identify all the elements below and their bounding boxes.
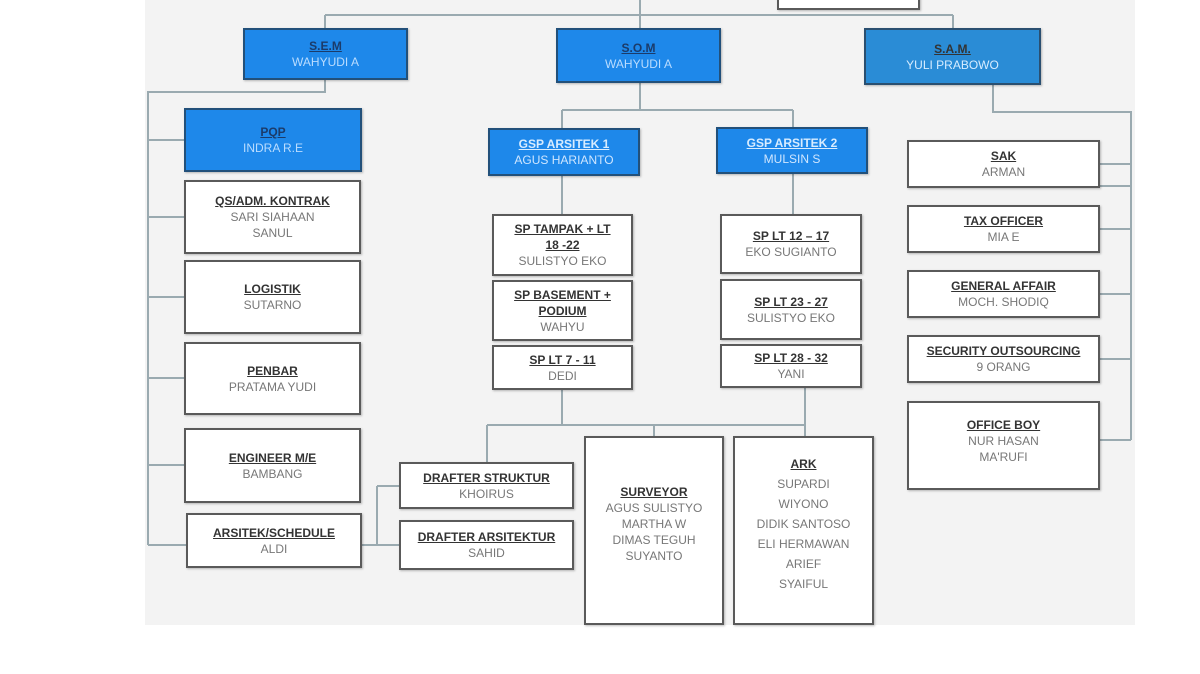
gsp1-name: AGUS HARIANTO (514, 153, 614, 167)
engineer-title: ENGINEER M/E (228, 450, 317, 465)
office-boy-title: OFFICE BOY (966, 418, 1041, 432)
sp1-title: SP TAMPAK + LT (514, 222, 611, 236)
sp5-title: SP LT 23 - 27 (754, 294, 828, 309)
som-title: S.O.M (621, 40, 656, 55)
sp1-name: SULISTYO EKO (518, 254, 607, 268)
sak-box: SAK ARMAN (907, 140, 1100, 188)
ark-name: SYAIFUL (778, 577, 829, 591)
logistik-box: LOGISTIK SUTARNO (184, 260, 361, 334)
security-box: SECURITY OUTSOURCING 9 ORANG (907, 335, 1100, 383)
sp1-title: 18 -22 (545, 238, 580, 252)
surveyor-name: SUYANTO (625, 549, 683, 563)
surveyor-box: SURVEYOR AGUS SULISTYO MARTHA W DIMAS TEGUH… (584, 436, 724, 625)
penbar-name: PRATAMA YUDI (228, 379, 317, 394)
sam-name: YULI PRABOWO (906, 57, 999, 72)
logistik-title: LOGISTIK (244, 282, 301, 296)
drafter-arsitektur-box: DRAFTER ARSITEKTUR SAHID (399, 520, 574, 570)
sem-name: WAHYUDI A (292, 55, 359, 69)
sem-box: S.E.M WAHYUDI A (243, 28, 408, 80)
general-affair-box: GENERAL AFFAIR MOCH. SHODIQ (907, 270, 1100, 318)
sam-box: S.A.M.YULI PRABOWO (864, 28, 1041, 85)
gsp2-name: MULSIN S (763, 151, 821, 166)
tax-title: TAX OFFICER (963, 214, 1044, 228)
ark-title: ARK (790, 457, 817, 471)
sp2-name: WAHYU (540, 319, 585, 334)
sp4-box: SP LT 12 – 17 EKO SUGIANTO (720, 214, 862, 274)
sp6-title: SP LT 28 - 32 (754, 351, 828, 365)
tax-officer-box: TAX OFFICER MIA E (907, 205, 1100, 253)
som-name: WAHYUDI A (605, 56, 672, 71)
tax-name: MIA E (987, 230, 1020, 244)
drafter-struktur-name: KHOIRUS (459, 486, 514, 501)
ark-box: ARK SUPARDI WIYONO DIDIK SANTOSO ELI HERMAWA… (733, 436, 874, 625)
sem-title: S.E.M (309, 39, 342, 53)
office-boy-box: OFFICE BOY NUR HASAN MA'RUFI (907, 401, 1100, 490)
sp6-box: SP LT 28 - 32 YANI (720, 344, 862, 388)
qs-title: QS/ADM. KONTRAK (215, 194, 330, 208)
sam-title: S.A.M. (934, 41, 971, 56)
sp3-title: SP LT 7 - 11 (529, 352, 596, 367)
drafter-struktur-title: DRAFTER STRUKTUR (423, 470, 550, 485)
office-boy-name: NUR HASAN (968, 434, 1039, 448)
ga-name: MOCH. SHODIQ (958, 295, 1049, 309)
ark-name: WIYONO (778, 497, 829, 511)
logistik-name: SUTARNO (243, 298, 302, 312)
sak-name: ARMAN (981, 165, 1026, 179)
sp6-name: YANI (777, 367, 805, 381)
pqp-box: PQP INDRA R.E (184, 108, 362, 172)
arsitek-name: ALDI (260, 541, 288, 556)
pqp-name: INDRA R.E (242, 141, 303, 155)
ark-name: DIDIK SANTOSO (756, 517, 851, 531)
top-director-box (777, 0, 920, 10)
drafter-arsitektur-title: DRAFTER ARSITEKTUR (417, 530, 556, 544)
arsitek-title: ARSITEK/SCHEDULE (212, 525, 335, 540)
office-boy-name: MA'RUFI (979, 450, 1028, 464)
pqp-title: PQP (260, 125, 286, 139)
qs-box: QS/ADM. KONTRAK SARI SIAHAAN SANUL (184, 180, 361, 254)
sak-title: SAK (990, 149, 1017, 163)
sp4-name: EKO SUGIANTO (745, 245, 837, 259)
ga-title: GENERAL AFFAIR (951, 279, 1056, 293)
surveyor-name: AGUS SULISTYO (605, 501, 703, 515)
gsp1-title: GSP ARSITEK 1 (518, 137, 610, 151)
ark-name: ELI HERMAWAN (757, 537, 850, 551)
sp2-title: SP BASEMENT + (514, 287, 611, 302)
penbar-title: PENBAR (247, 363, 298, 378)
engineer-name: BAMBANG (242, 466, 303, 481)
gsp2-title: GSP ARSITEK 2 (746, 135, 838, 150)
sp2-title: PODIUM (538, 303, 587, 318)
security-title: SECURITY OUTSOURCING (926, 344, 1081, 358)
ark-name: SUPARDI (777, 477, 830, 491)
security-name: 9 ORANG (976, 360, 1031, 374)
surveyor-title: SURVEYOR (620, 485, 688, 499)
sp3-name: DEDI (548, 368, 577, 383)
surveyor-name: DIMAS TEGUH (612, 533, 696, 547)
gsp1-box: GSP ARSITEK 1 AGUS HARIANTO (488, 128, 640, 176)
sp5-name: SULISTYO EKO (746, 310, 836, 325)
ark-name: ARIEF (785, 557, 822, 571)
surveyor-name: MARTHA W (621, 517, 687, 531)
sp4-title: SP LT 12 – 17 (752, 229, 830, 243)
qs-name: SANUL (252, 226, 293, 240)
qs-name: SARI SIAHAAN (230, 210, 315, 224)
drafter-arsitektur-name: SAHID (468, 546, 505, 560)
